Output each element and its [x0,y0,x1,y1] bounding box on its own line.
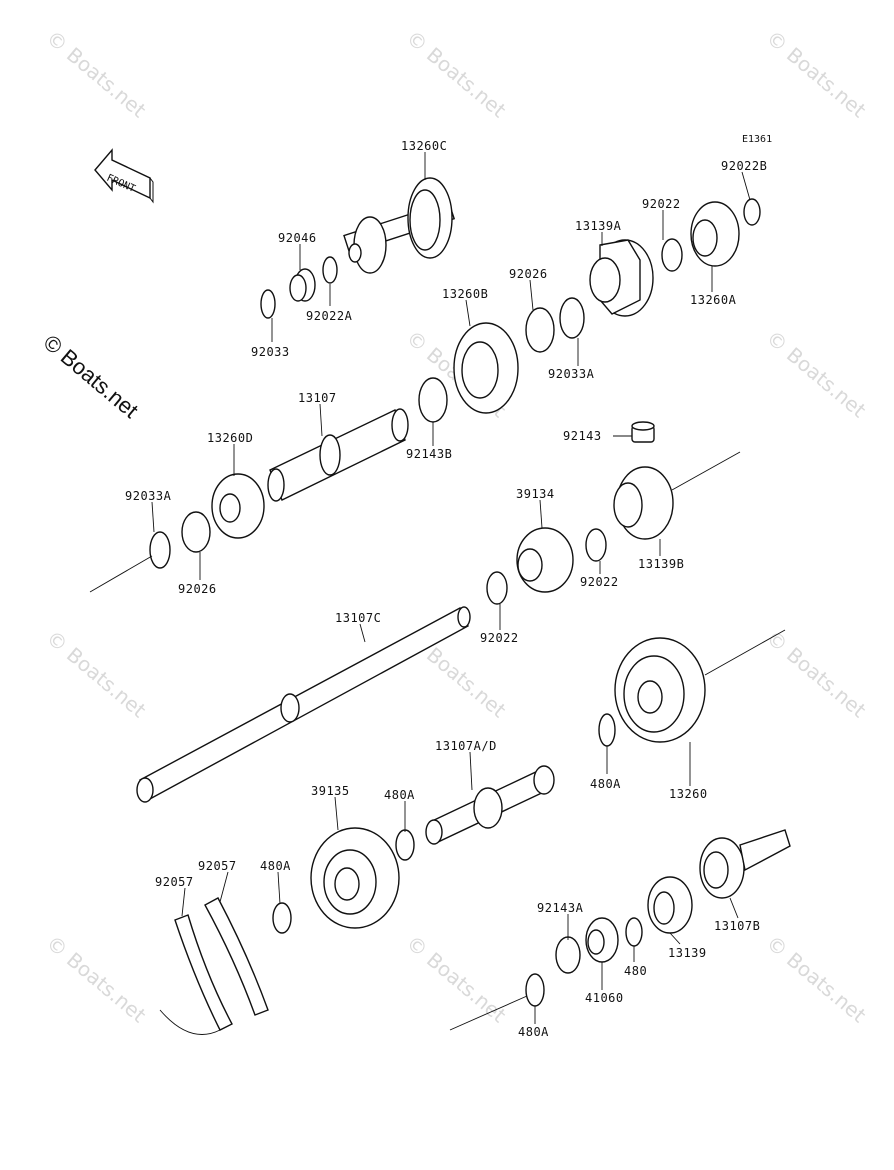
washer-92022b [743,198,761,226]
axis-line-mid [671,451,741,491]
sprocket-39134 [516,527,574,593]
sleeve-13139b [613,466,674,540]
circlip-480a-left [272,902,292,934]
label-13260b: 13260B [442,287,488,301]
circlip-480a-bottom [525,973,545,1007]
sleeve-13139a [589,239,654,317]
label-92022a: 92022A [306,309,353,323]
circlip-480a-right [598,713,616,747]
washer-92026-left [181,511,211,553]
watermark-1: © Boats.net [42,25,151,122]
label-92057-b: 92057 [155,875,194,889]
shaft-13107b [699,829,791,899]
label-92143b: 92143B [406,447,452,461]
watermark-8: © Boats.net [762,625,871,722]
label-13139a: 13139A [575,219,622,233]
label-92033: 92033 [251,345,290,359]
axis-line-left [89,555,153,593]
label-480a-mid: 480A [384,788,415,802]
label-13260: 13260 [669,787,708,801]
gear-13260c [343,177,456,274]
shaft-13107ad [425,765,555,845]
circlip-480 [625,917,643,947]
circlip-92033a-left [149,531,171,569]
sprocket-39135 [310,827,400,929]
washer-92026-top [525,307,555,353]
collar-92143a [555,936,581,974]
watermark-9: © Boats.net [42,930,151,1027]
label-92143: 92143 [563,429,602,443]
label-92026-top: 92026 [509,267,548,281]
diagram-code: E1361 [742,134,772,145]
label-92033a-left: 92033A [125,489,172,503]
watermark-11: © Boats.net [762,930,871,1027]
label-13260c: 13260C [401,139,447,153]
shaft-13107c [136,606,471,803]
gear-13260b [453,322,519,414]
watermark-3: © Boats.net [762,25,871,122]
washer-92022-low [486,571,508,605]
washer-92022-top [661,238,683,272]
part-41060 [585,917,619,963]
label-39135: 39135 [311,784,350,798]
leader-lines [151,152,751,1024]
label-41060: 41060 [585,991,624,1005]
front-arrow: FRONT [94,148,154,204]
label-480a-left: 480A [260,859,291,873]
label-480a-right: 480A [590,777,621,791]
watermark-10: © Boats.net [402,930,511,1027]
gear-13260a [690,201,740,267]
washer-92022-mid [585,528,607,562]
chain-92057-b [204,897,269,1016]
label-13260d: 13260D [207,431,253,445]
bearing-92046 [289,268,316,302]
washer-92022a [322,256,338,284]
label-13107b: 13107B [714,919,760,933]
watermark-5: © Boats.net [762,325,871,422]
label-92022b: 92022B [721,159,767,173]
sleeve-13139 [647,876,693,934]
gear-13260d [211,473,265,539]
watermark-6: © Boats.net [42,625,151,722]
label-92026-left: 92026 [178,582,217,596]
axis-line-bottom [449,995,528,1031]
label-13139: 13139 [668,946,707,960]
collar-92143 [631,421,655,443]
label-480: 480 [624,964,647,978]
label-92046: 92046 [278,231,317,245]
chain-curve [159,1009,221,1035]
label-13260a: 13260A [690,293,737,307]
label-13107: 13107 [298,391,337,405]
shaft-13107 [267,408,409,502]
label-92022-low: 92022 [480,631,519,645]
label-92022-top: 92022 [642,197,681,211]
label-92057-a: 92057 [198,859,237,873]
label-13139b: 13139B [638,557,684,571]
circlip-92033a-top [559,297,585,339]
chain-92057-a [174,914,233,1031]
collar-92143b [418,377,448,423]
circlip-480a-mid [395,829,415,861]
label-13107ad: 13107A/D [435,739,497,753]
gear-13260 [614,637,706,743]
label-92033a-top: 92033A [548,367,595,381]
label-480a-bottom: 480A [518,1025,549,1039]
label-92022-mid: 92022 [580,575,619,589]
label-39134: 39134 [516,487,555,501]
axis-line-right [704,629,786,676]
circlip-92033 [260,289,276,319]
part-labels: 13260C 92046 92022A 92033 13139A 92022 9… [125,139,767,1039]
label-92143a: 92143A [537,901,584,915]
watermark-2: © Boats.net [402,25,511,122]
copyright-text: © Boats.net [39,330,143,423]
label-13107c: 13107C [335,611,381,625]
